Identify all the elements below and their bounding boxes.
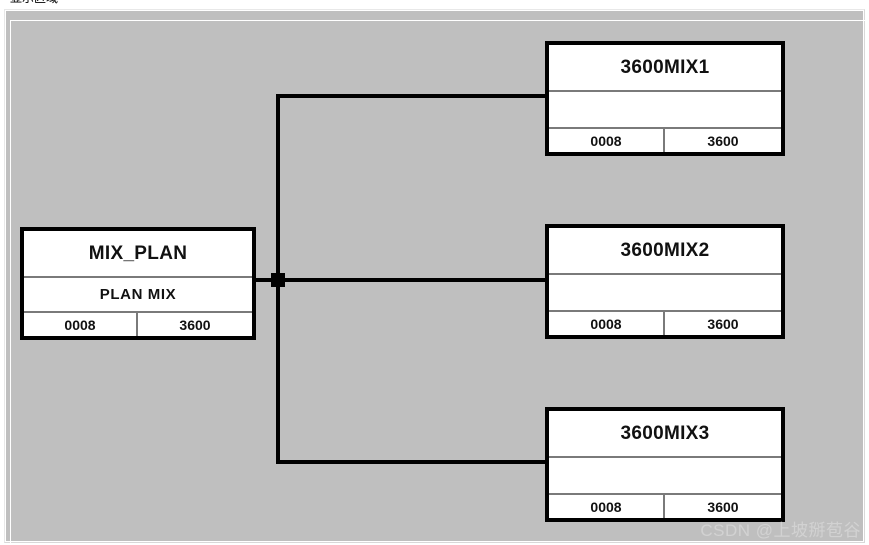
node-footer: 0008 3600	[549, 495, 781, 518]
node-title: 3600MIX2	[549, 228, 781, 275]
node-footer-left: 0008	[549, 495, 665, 518]
node-footer-right: 3600	[179, 316, 211, 333]
node-3600mix2[interactable]: 3600MIX2 0008 3600	[545, 224, 785, 339]
groupbox-frame-inner	[10, 20, 869, 545]
groupbox-frame	[4, 9, 869, 545]
node-subtitle: PLAN MIX	[24, 278, 252, 313]
watermark: CSDN @上坡掰苞谷	[700, 521, 861, 540]
groupbox-label: 显示区域	[8, 0, 61, 5]
node-footer-left: 0008	[549, 129, 665, 152]
node-mix-plan[interactable]: MIX_PLAN PLAN MIX 0008 3600	[20, 227, 256, 340]
node-footer: 0008 3600	[549, 129, 781, 152]
node-footer-left: 0008	[549, 312, 665, 335]
node-title: MIX_PLAN	[24, 231, 252, 278]
node-title: 3600MIX3	[549, 411, 781, 458]
node-footer-right: 3600	[707, 315, 739, 332]
node-footer: 0008 3600	[549, 312, 781, 335]
node-subtitle	[549, 92, 781, 129]
node-footer-left: 0008	[24, 313, 138, 336]
node-title: 3600MIX1	[549, 45, 781, 92]
node-3600mix3[interactable]: 3600MIX3 0008 3600	[545, 407, 785, 522]
node-footer-right: 3600	[707, 498, 739, 515]
node-3600mix1[interactable]: 3600MIX1 0008 3600	[545, 41, 785, 156]
node-footer: 0008 3600	[24, 313, 252, 336]
node-subtitle	[549, 275, 781, 312]
node-subtitle	[549, 458, 781, 495]
node-footer-right: 3600	[707, 132, 739, 149]
